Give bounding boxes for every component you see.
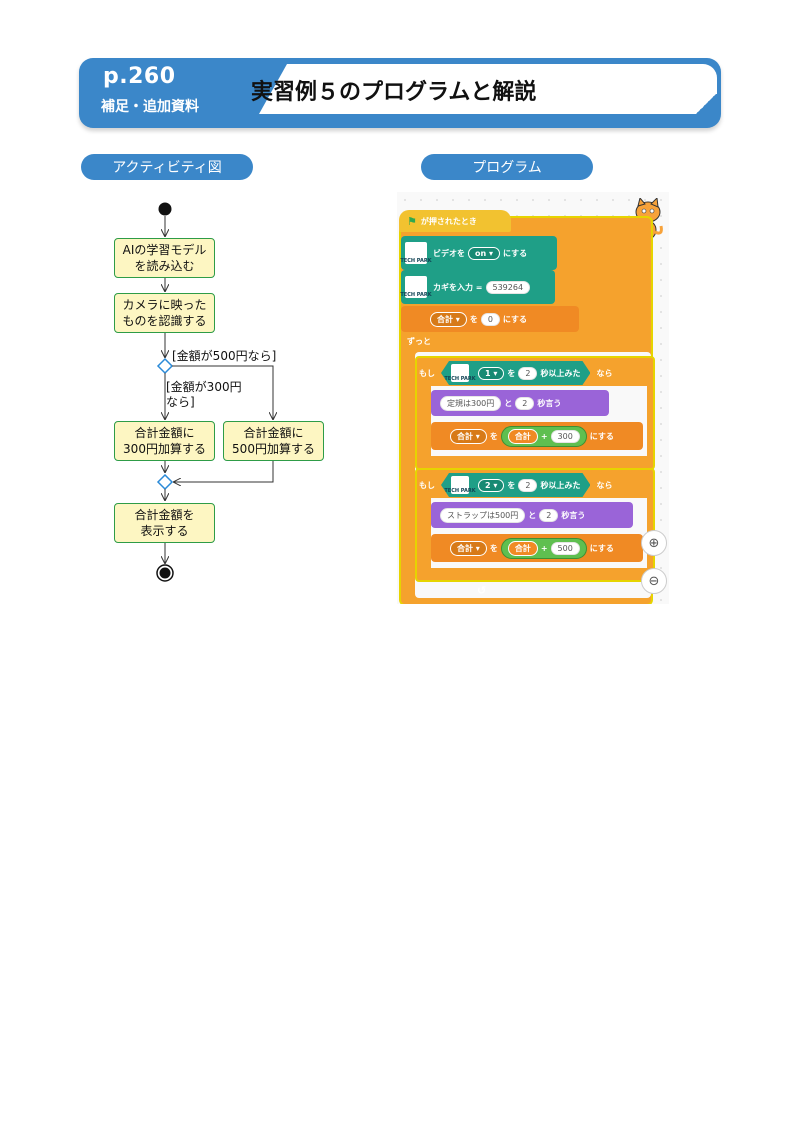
class-dropdown[interactable]: 1 ▾ [478, 367, 504, 380]
addition-operator[interactable]: 合計 + 500 [500, 537, 587, 559]
if-label: もし [419, 480, 435, 490]
addition-operator[interactable]: 合計 + 300 [500, 425, 587, 447]
and-label: と [528, 510, 537, 520]
add-300-block[interactable]: 合計 ▾ を 合計 + 300 にする [431, 422, 643, 450]
say-block-2[interactable]: ストラップは500円 と 2 秒言う [431, 502, 633, 528]
say-suffix: 秒言う [561, 510, 586, 520]
variable-dropdown[interactable]: 合計 ▾ [450, 428, 487, 444]
variable-dropdown[interactable]: 合計 ▾ [430, 311, 467, 327]
if-2-header: もし TECH PARK 2 ▾ を 2 秒以上みた なら [419, 474, 612, 496]
key-input-block[interactable]: TECH PARK カギを入力 = 539264 [400, 270, 555, 304]
program-label: プログラム [421, 154, 593, 180]
techpark-logo-icon: TECH PARK [400, 242, 432, 264]
video-label: ビデオを [433, 248, 465, 258]
set-value-input[interactable]: 0 [480, 312, 500, 326]
variable-dropdown[interactable]: 合計 ▾ [450, 540, 487, 556]
header-title-panel [259, 64, 717, 114]
then-label: なら [596, 480, 613, 490]
when-flag-clicked-block[interactable]: ⚑ が押されたとき [399, 210, 511, 232]
page-title: 実習例５のプログラムと解説 [251, 80, 537, 105]
flow-arrow [174, 460, 274, 482]
set-suffix: にする [589, 431, 614, 441]
techpark-logo-icon: TECH PARK [400, 276, 432, 298]
set-suffix: にする [502, 314, 527, 324]
zoom-out-button[interactable]: ⊖ [641, 568, 667, 594]
activity-diagram [156, 202, 800, 582]
say-seconds-input[interactable]: 2 [539, 508, 559, 522]
condition-suffix: 秒以上みた [540, 368, 581, 378]
seconds-input[interactable]: 2 [518, 479, 537, 492]
seconds-input[interactable]: 2 [518, 367, 537, 380]
say-block-1[interactable]: 定規は300円 と 2 秒言う [431, 390, 609, 416]
class-dropdown[interactable]: 2 ▾ [478, 479, 504, 492]
condition-suffix: 秒以上みた [540, 480, 581, 490]
say-seconds-input[interactable]: 2 [515, 396, 535, 410]
if-label: もし [419, 368, 435, 378]
key-label: カギを入力 = [433, 282, 483, 292]
wo-label: を [489, 431, 498, 441]
say-suffix: 秒言う [537, 398, 562, 408]
total-variable-reporter[interactable]: 合計 [507, 540, 538, 556]
say-text-input[interactable]: 定規は300円 [440, 395, 502, 411]
say-text-input[interactable]: ストラップは500円 [440, 507, 526, 523]
if-1-header: もし TECH PARK 1 ▾ を 2 秒以上みた なら [419, 362, 612, 384]
video-on-block[interactable]: TECH PARK ビデオを on ▾ にする [400, 236, 557, 270]
key-value-input[interactable]: 539264 [485, 280, 531, 294]
activity-add-500: 合計金額に 500円加算する [223, 421, 324, 461]
activity-load-model: AIの学習モデル を読み込む [114, 238, 215, 278]
then-label: なら [596, 368, 613, 378]
plus-label: + [540, 543, 548, 553]
and-label: と [504, 398, 513, 408]
add-500-block[interactable]: 合計 ▾ を 合計 + 500 にする [431, 534, 643, 562]
plus-label: + [540, 431, 548, 441]
scratch-program-panel: ⚑ が押されたとき TECH PARK ビデオを on ▾ にする TECH P… [397, 192, 669, 604]
video-suffix: にする [503, 248, 528, 258]
techpark-logo-icon: TECH PARK [451, 476, 469, 494]
wo-label: を [507, 480, 516, 490]
seen-for-seconds-condition[interactable]: TECH PARK 2 ▾ を 2 秒以上みた [441, 473, 590, 497]
decision-node [156, 357, 174, 375]
merge-node [156, 473, 174, 491]
wo-label: を [489, 543, 498, 553]
activity-recognize-object: カメラに映った ものを認識する [114, 293, 215, 333]
page-reference: p.260 [103, 64, 176, 89]
set-total-zero-block[interactable]: 合計 ▾ を 0 にする [401, 306, 579, 332]
loop-arrow-icon: ↺ [477, 584, 487, 597]
total-variable-reporter[interactable]: 合計 [507, 428, 538, 444]
wo-label: を [507, 368, 516, 378]
activity-add-300: 合計金額に 300円加算する [114, 421, 215, 461]
set-suffix: にする [589, 543, 614, 553]
green-flag-icon: ⚑ [407, 214, 417, 228]
activity-display-total: 合計金額を 表示する [114, 503, 215, 543]
hat-label: が押されたとき [420, 216, 477, 226]
guard-500-yen: [金額が500円なら] [172, 349, 277, 363]
add-value-input[interactable]: 300 [550, 429, 580, 443]
to-label: を [469, 314, 478, 324]
seen-for-seconds-condition[interactable]: TECH PARK 1 ▾ を 2 秒以上みた [441, 361, 590, 385]
zoom-in-button[interactable]: ⊕ [641, 530, 667, 556]
add-value-input[interactable]: 500 [550, 541, 580, 555]
activity-diagram-label: アクティビティ図 [81, 154, 253, 180]
forever-label: ずっと [407, 337, 431, 346]
techpark-logo-icon: TECH PARK [451, 364, 469, 382]
guard-300-yen: [金額が300円 なら] [166, 380, 242, 409]
flow-arrow [172, 365, 273, 419]
video-dropdown[interactable]: on ▾ [468, 246, 500, 260]
header-subtitle: 補足・追加資料 [101, 99, 199, 115]
page-header: p.260 補足・追加資料 実習例５のプログラムと解説 [79, 58, 721, 128]
start-node [158, 202, 172, 216]
